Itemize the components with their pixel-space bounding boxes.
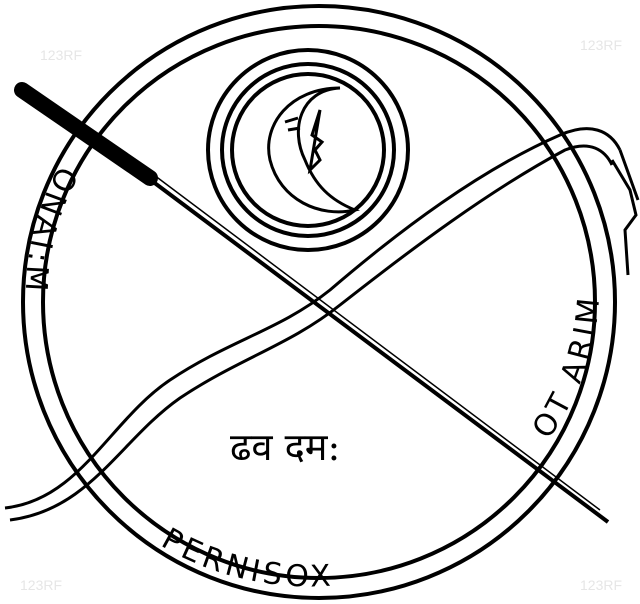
left-inscription: ONAI:M xyxy=(18,161,84,296)
inner-ring xyxy=(41,24,597,580)
watermark: 123RF xyxy=(580,577,622,593)
moon-medallion xyxy=(206,48,410,252)
snake xyxy=(4,127,640,522)
needle xyxy=(14,82,610,524)
outer-ring xyxy=(21,4,617,600)
crescent-moon-face-icon xyxy=(267,86,361,214)
watermark: 123RF xyxy=(40,47,82,63)
watermark: 123RF xyxy=(580,37,622,53)
watermarks: 123RF 123RF 123RF 123RF xyxy=(20,37,622,593)
right-inscription: OT ARIM xyxy=(526,293,608,445)
center-glyphs: ढव दम: xyxy=(230,425,340,469)
watermark: 123RF xyxy=(20,577,62,593)
bottom-inscription: PERNISOX xyxy=(156,521,335,594)
